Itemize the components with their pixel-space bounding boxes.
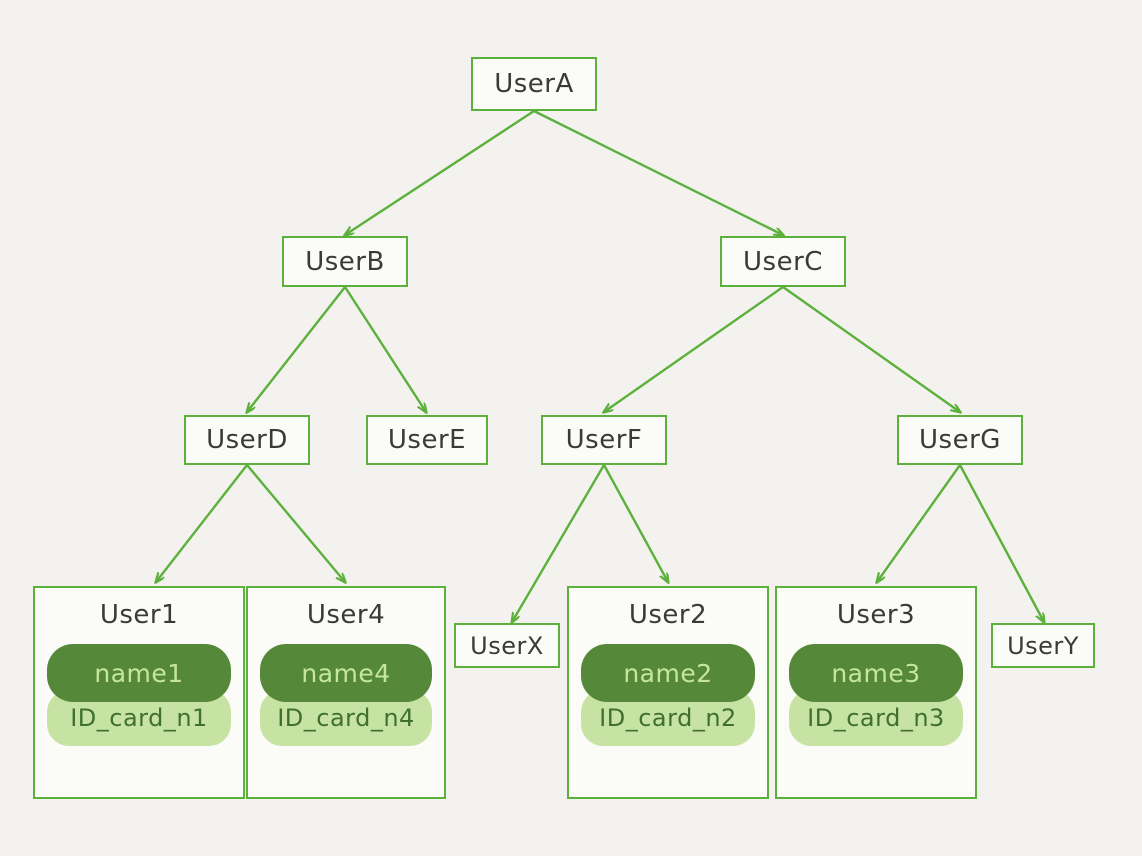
node-userx[interactable]: UserX (454, 623, 560, 668)
card-user1-title: User1 (99, 600, 179, 630)
node-userc[interactable]: UserC (720, 236, 846, 287)
edge-userd-user4 (245, 463, 345, 582)
edge-userb-usere (343, 285, 426, 412)
card-user2-title: User2 (628, 600, 708, 630)
edge-userf-user2 (602, 463, 668, 582)
card-user4-name-pill: name4 (259, 644, 433, 702)
card-user3-name-pill: name3 (788, 644, 964, 702)
card-user2-pills: name2 ID_card_n2 (569, 644, 767, 746)
node-userb-label: UserB (305, 246, 385, 277)
node-userd[interactable]: UserD (184, 415, 310, 465)
edge-userb-userd (247, 285, 347, 412)
node-userf-label: UserF (565, 425, 643, 455)
node-usere-label: UserE (387, 425, 467, 455)
node-userg[interactable]: UserG (897, 415, 1023, 465)
card-user2[interactable]: User2 name2 ID_card_n2 (567, 586, 769, 799)
card-user2-name-pill: name2 (580, 644, 756, 702)
edge-usera-userb (345, 109, 536, 235)
node-usery[interactable]: UserY (991, 623, 1095, 668)
node-usery-label: UserY (1007, 631, 1079, 660)
node-usera[interactable]: UserA (471, 57, 597, 111)
card-user1[interactable]: User1 name1 ID_card_n1 (33, 586, 245, 799)
card-user4-title: User4 (306, 600, 386, 630)
node-userx-label: UserX (470, 631, 544, 660)
node-userb[interactable]: UserB (282, 236, 408, 287)
node-userf[interactable]: UserF (541, 415, 667, 465)
node-usera-label: UserA (494, 69, 574, 99)
edge-userg-user3 (877, 463, 962, 582)
edge-userd-user1 (156, 463, 249, 582)
card-user1-pills: name1 ID_card_n1 (35, 644, 243, 746)
edge-usera-userc (532, 109, 783, 235)
card-user4-pills: name4 ID_card_n4 (248, 644, 444, 746)
edge-userc-userg (781, 285, 960, 412)
node-userc-label: UserC (743, 246, 823, 277)
node-usere[interactable]: UserE (366, 415, 488, 465)
card-user3-title: User3 (836, 600, 916, 630)
card-user4[interactable]: User4 name4 ID_card_n4 (246, 586, 446, 799)
card-user1-name-pill: name1 (47, 644, 231, 702)
node-userg-label: UserG (919, 425, 1001, 455)
edge-userc-userf (604, 285, 785, 412)
card-user3[interactable]: User3 name3 ID_card_n3 (775, 586, 977, 799)
node-userd-label: UserD (206, 425, 288, 455)
card-user3-pills: name3 ID_card_n3 (777, 644, 975, 746)
